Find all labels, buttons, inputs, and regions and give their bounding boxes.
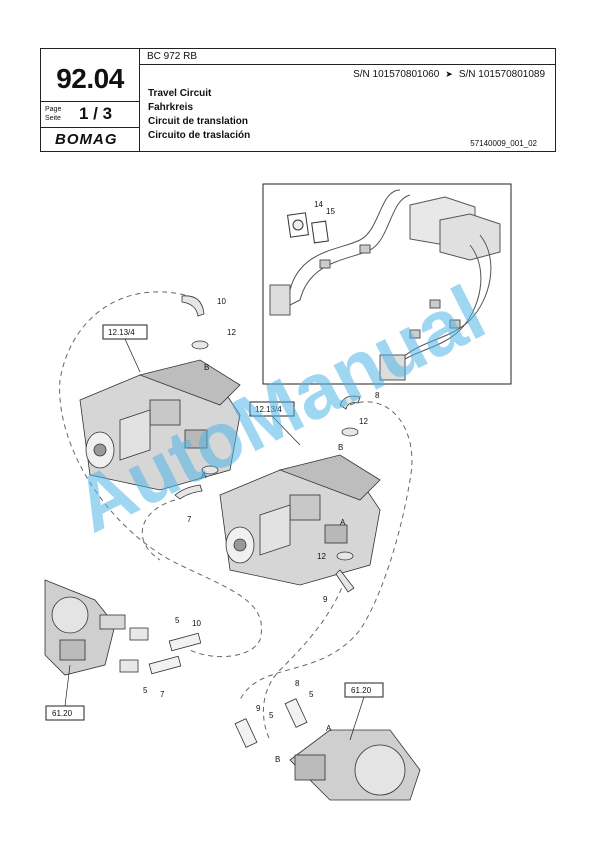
serial-to: S/N 101570801089	[458, 69, 545, 80]
callout: B	[338, 443, 343, 452]
callout: 12	[227, 328, 236, 337]
hose-routes	[59, 291, 413, 741]
wheel-motor-right	[234, 698, 421, 801]
title-en: Travel Circuit	[148, 88, 212, 99]
ref-box-label: 12.13/4	[255, 405, 282, 414]
callout: B	[204, 363, 209, 372]
pump-left	[79, 359, 241, 491]
callout: A	[326, 724, 332, 733]
page-number: 1 / 3	[79, 104, 113, 123]
exploded-parts-drawing: 12.13/4 12.13/4 61.20 61.20 14 15 10 12 …	[44, 183, 512, 801]
model-name: BC 972 RB	[139, 49, 555, 65]
divider	[41, 127, 139, 128]
titles: Travel Circuit Fahrkreis Circuit de tran…	[148, 87, 250, 143]
title-de: Fahrkreis	[148, 102, 194, 113]
callout: 12	[317, 552, 326, 561]
pump-right	[219, 454, 381, 586]
document-number: 57140009_001_02	[470, 139, 537, 148]
callout: 9	[256, 704, 261, 713]
ref-box-label: 61.20	[351, 686, 372, 695]
callout: 5	[309, 690, 314, 699]
serial-from: S/N 101570801060	[353, 69, 440, 80]
callout: 10	[217, 297, 226, 306]
title-es: Circuito de traslación	[148, 130, 251, 141]
bomag-logo: BOMAG	[55, 131, 118, 148]
callout: A	[201, 471, 207, 480]
callouts: 14 15 10 12 8 12 B A B 7 A 12 9 5 10 5 7…	[143, 200, 380, 764]
callout: 7	[187, 515, 192, 524]
callout: 14	[314, 200, 323, 209]
callout: 9	[323, 595, 328, 604]
callout: 10	[192, 619, 201, 628]
ref-box-label: 61.20	[52, 709, 73, 718]
callout: 8	[375, 391, 380, 400]
callout: 8	[295, 679, 300, 688]
section-block: 92.04 Page Seite 1 / 3 BOMAG	[41, 49, 140, 151]
title-fr: Circuit de translation	[148, 116, 249, 127]
callout: 7	[160, 690, 165, 699]
reference-boxes: 12.13/4 12.13/4 61.20 61.20	[45, 324, 384, 741]
callout: 5	[269, 711, 274, 720]
overview-inset-frame	[262, 183, 512, 385]
serial-range: S/N 101570801060 ➤ S/N 101570801089	[353, 69, 545, 80]
overview-machine	[269, 189, 501, 381]
callout: 12	[359, 417, 368, 426]
ref-box-label: 12.13/4	[108, 328, 135, 337]
wheel-motor-left	[44, 579, 202, 676]
arrow-icon: ➤	[445, 69, 453, 79]
page-label: Page Seite	[45, 105, 61, 123]
flange-detail	[286, 212, 329, 244]
divider	[41, 101, 139, 102]
callout: 5	[143, 686, 148, 695]
section-number: 92.04	[56, 63, 124, 94]
page-label-de: Seite	[45, 115, 61, 122]
page-label-en: Page	[45, 106, 62, 113]
callout: B	[275, 755, 280, 764]
callout: A	[340, 518, 346, 527]
title-block: 92.04 Page Seite 1 / 3 BOMAG BC 972 RB S…	[40, 48, 556, 152]
callout: 5	[175, 616, 180, 625]
callout: 15	[326, 207, 335, 216]
fittings	[174, 295, 361, 593]
